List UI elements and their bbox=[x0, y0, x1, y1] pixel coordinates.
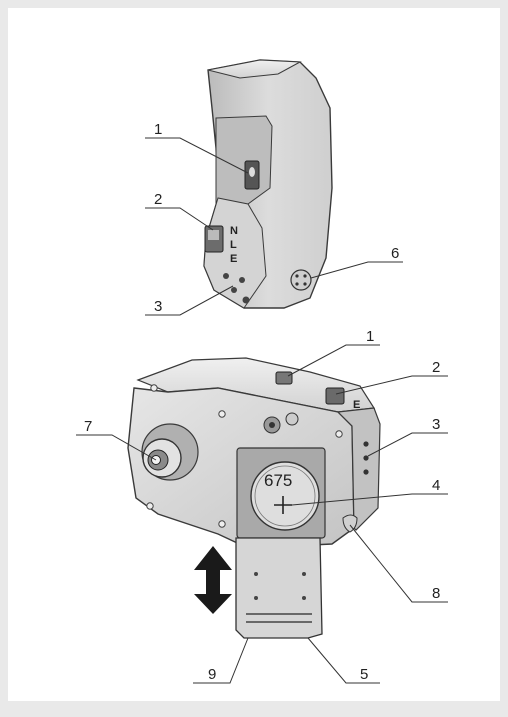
battery-label: 675 bbox=[264, 471, 292, 490]
battery-plus-sign bbox=[274, 496, 292, 514]
callout-top-6: 6 bbox=[391, 245, 399, 262]
top-switch-2-lever bbox=[208, 230, 219, 240]
diagram-canvas: N L E 1 2 3 6 bbox=[76, 59, 448, 684]
slide-arrow bbox=[194, 546, 232, 614]
callout-bottom-5: 5 bbox=[360, 666, 368, 683]
bottom-switch-1 bbox=[275, 371, 293, 385]
side-holes bbox=[363, 441, 369, 475]
top-socket bbox=[290, 269, 312, 291]
callout-bottom-8: 8 bbox=[432, 585, 440, 602]
switch-letter-l: L bbox=[230, 239, 237, 251]
screws bbox=[146, 384, 343, 528]
switch-letter-n: N bbox=[230, 225, 238, 237]
callout-bottom-4: 4 bbox=[432, 477, 440, 494]
small-knob-a-center bbox=[269, 422, 275, 428]
callout-bottom-1: 1 bbox=[366, 328, 374, 345]
callout-top-2: 2 bbox=[154, 191, 162, 208]
bottom-switch-2 bbox=[325, 387, 345, 405]
plate-grip-lines bbox=[246, 613, 312, 623]
switch-letter-e: E bbox=[230, 253, 237, 265]
callout-bottom-2: 2 bbox=[432, 359, 440, 376]
small-knob-b bbox=[285, 412, 299, 426]
battery-cell-rim bbox=[254, 465, 316, 527]
callout-bottom-3: 3 bbox=[432, 416, 440, 433]
bottom-callouts bbox=[76, 344, 448, 684]
plate-dots bbox=[254, 572, 306, 600]
bottom-device: E 675 bbox=[127, 357, 381, 639]
latch-slot bbox=[342, 514, 358, 533]
top-switch-1-knob bbox=[249, 167, 255, 177]
top-bottom-holes bbox=[223, 273, 250, 304]
callout-top-1: 1 bbox=[154, 121, 162, 138]
callout-top-3: 3 bbox=[154, 298, 162, 315]
top-callouts bbox=[145, 137, 403, 316]
bottom-device-side-face bbox=[336, 407, 381, 531]
side-letter-e: E bbox=[353, 399, 360, 411]
callout-bottom-7: 7 bbox=[84, 418, 92, 435]
page: N L E 1 2 3 6 bbox=[8, 8, 500, 701]
battery-cell bbox=[250, 461, 320, 531]
top-device: N L E bbox=[203, 59, 333, 309]
top-socket-pins bbox=[295, 274, 307, 286]
callout-bottom-9: 9 bbox=[208, 666, 216, 683]
top-device-top-face bbox=[207, 59, 302, 79]
sliding-plate bbox=[235, 537, 323, 639]
